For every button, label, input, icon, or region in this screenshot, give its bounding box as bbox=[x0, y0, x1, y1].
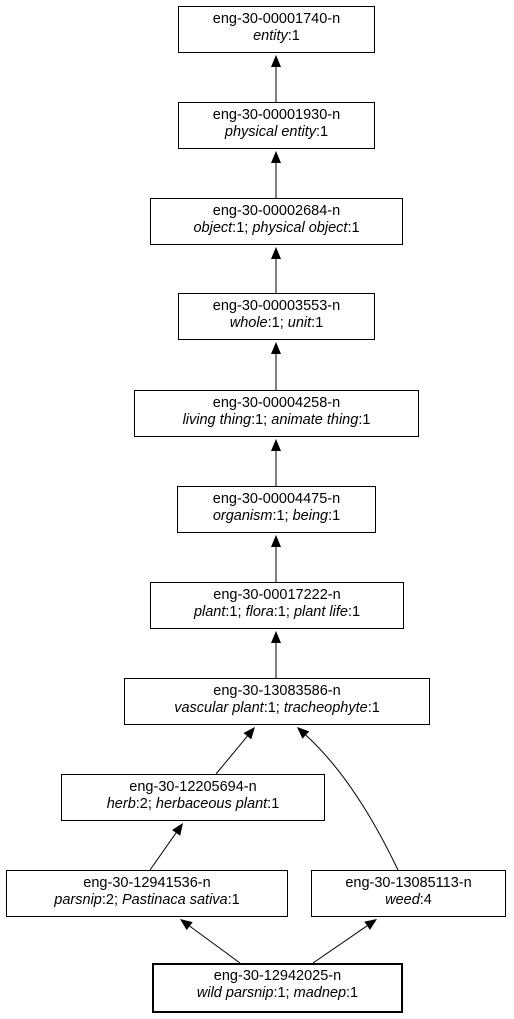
lemma: tracheophyte bbox=[283, 700, 368, 716]
hypernym-edge bbox=[271, 535, 281, 582]
synset-id: eng-30-00017222-n bbox=[213, 587, 341, 603]
arrow-head-icon bbox=[271, 631, 281, 643]
hypernym-edge bbox=[271, 439, 281, 486]
synset-node-weed: eng-30-13085113-n weed:4 bbox=[311, 870, 506, 917]
synset-id: eng-30-00004258-n bbox=[212, 395, 341, 411]
lemma: physical entity bbox=[224, 124, 316, 140]
synset-words: physical entity:1 bbox=[224, 124, 329, 140]
arrow-head-icon bbox=[271, 55, 281, 67]
hypernym-edge bbox=[297, 727, 399, 871]
arrow-head-icon bbox=[271, 247, 281, 259]
synset-node-herb: eng-30-12205694-n herb:2; herbaceous pla… bbox=[61, 774, 325, 821]
lemma: plant bbox=[193, 604, 226, 620]
synset-words: weed:4 bbox=[385, 892, 432, 908]
synset-id: eng-30-12941536-n bbox=[83, 875, 211, 891]
lemma: flora bbox=[245, 604, 274, 620]
lemma: animate thing bbox=[271, 412, 359, 428]
hypernym-edge bbox=[180, 919, 241, 964]
synset-node-living-thing: eng-30-00004258-n living thing:1; animat… bbox=[134, 390, 419, 437]
arrow-head-icon bbox=[364, 919, 377, 930]
lemma: plant life bbox=[293, 604, 348, 620]
synset-id: eng-30-00002684-n bbox=[212, 203, 341, 219]
synset-words: whole:1; unit:1 bbox=[229, 315, 324, 331]
synset-id: eng-30-00001930-n bbox=[212, 107, 341, 123]
lemma: parsnip bbox=[54, 892, 102, 908]
hypernym-edge bbox=[312, 919, 377, 964]
hypernym-edge bbox=[149, 823, 183, 871]
lemma: whole bbox=[229, 315, 268, 331]
synset-words: wild parsnip:1; madnep:1 bbox=[196, 985, 359, 1001]
lemma: herbaceous plant bbox=[155, 796, 268, 812]
synset-node-wild-parsnip: eng-30-12942025-n wild parsnip:1; madnep… bbox=[152, 963, 403, 1013]
synset-node-parsnip: eng-30-12941536-n parsnip:2; Pastinaca s… bbox=[6, 870, 288, 917]
edge-line bbox=[149, 832, 177, 871]
lemma: object bbox=[193, 220, 233, 236]
synset-words: entity:1 bbox=[253, 28, 300, 44]
synset-id: eng-30-13085113-n bbox=[345, 875, 472, 891]
synset-id: eng-30-00004475-n bbox=[212, 491, 341, 507]
synset-node-organism: eng-30-00004475-n organism:1; being:1 bbox=[177, 486, 376, 533]
lemma: entity bbox=[253, 28, 288, 44]
arrow-head-icon bbox=[271, 439, 281, 451]
lemma: being bbox=[292, 508, 329, 524]
lemma: wild parsnip bbox=[196, 985, 274, 1001]
edge-line bbox=[189, 925, 241, 964]
lemma: vascular plant bbox=[174, 700, 264, 716]
lemma: unit bbox=[287, 315, 312, 331]
synset-node-entity: eng-30-00001740-n entity:1 bbox=[178, 6, 375, 53]
hypernym-edge bbox=[271, 55, 281, 102]
arrow-head-icon bbox=[271, 151, 281, 163]
lemma: organism bbox=[212, 508, 273, 524]
arrow-head-icon bbox=[297, 727, 310, 739]
lemma: physical object bbox=[252, 220, 348, 236]
edge-line bbox=[305, 734, 399, 871]
synset-id: eng-30-13083586-n bbox=[213, 683, 341, 699]
hypernym-edge bbox=[271, 631, 281, 678]
synset-id: eng-30-12205694-n bbox=[129, 779, 257, 795]
hypernym-edge bbox=[271, 342, 281, 390]
arrow-head-icon bbox=[243, 727, 255, 740]
synset-words: living thing:1; animate thing:1 bbox=[182, 412, 371, 428]
synset-words: object:1; physical object:1 bbox=[193, 220, 360, 236]
synset-id: eng-30-00003553-n bbox=[212, 298, 341, 314]
arrow-head-icon bbox=[271, 535, 281, 547]
synset-words: vascular plant:1; tracheophyte:1 bbox=[174, 700, 380, 716]
lemma: madnep bbox=[293, 985, 347, 1001]
synset-words: herb:2; herbaceous plant:1 bbox=[106, 796, 280, 812]
synset-node-vascular-plant: eng-30-13083586-n vascular plant:1; trac… bbox=[124, 678, 430, 725]
hypernym-edge bbox=[215, 727, 255, 775]
lemma: Pastinaca sativa bbox=[122, 892, 228, 908]
arrow-head-icon bbox=[172, 823, 183, 836]
synset-id: eng-30-12942025-n bbox=[213, 968, 342, 984]
hypernym-edge bbox=[271, 151, 281, 198]
hypernym-edge bbox=[271, 247, 281, 293]
lemma: living thing bbox=[182, 412, 252, 428]
arrow-head-icon bbox=[271, 342, 281, 354]
synset-words: organism:1; being:1 bbox=[212, 508, 341, 524]
edge-line bbox=[215, 735, 248, 775]
synset-node-plant: eng-30-00017222-n plant:1; flora:1; plan… bbox=[150, 582, 404, 629]
synset-words: parsnip:2; Pastinaca sativa:1 bbox=[54, 892, 240, 908]
synset-id: eng-30-00001740-n bbox=[212, 11, 341, 27]
lemma: weed bbox=[385, 892, 420, 908]
synset-words: plant:1; flora:1; plant life:1 bbox=[193, 604, 361, 620]
lemma: herb bbox=[106, 796, 136, 812]
arrow-head-icon bbox=[180, 919, 193, 931]
synset-node-whole: eng-30-00003553-n whole:1; unit:1 bbox=[178, 293, 375, 340]
synset-node-physical-entity: eng-30-00001930-n physical entity:1 bbox=[178, 102, 375, 149]
synset-node-object: eng-30-00002684-n object:1; physical obj… bbox=[150, 198, 403, 245]
edge-line bbox=[312, 925, 368, 964]
